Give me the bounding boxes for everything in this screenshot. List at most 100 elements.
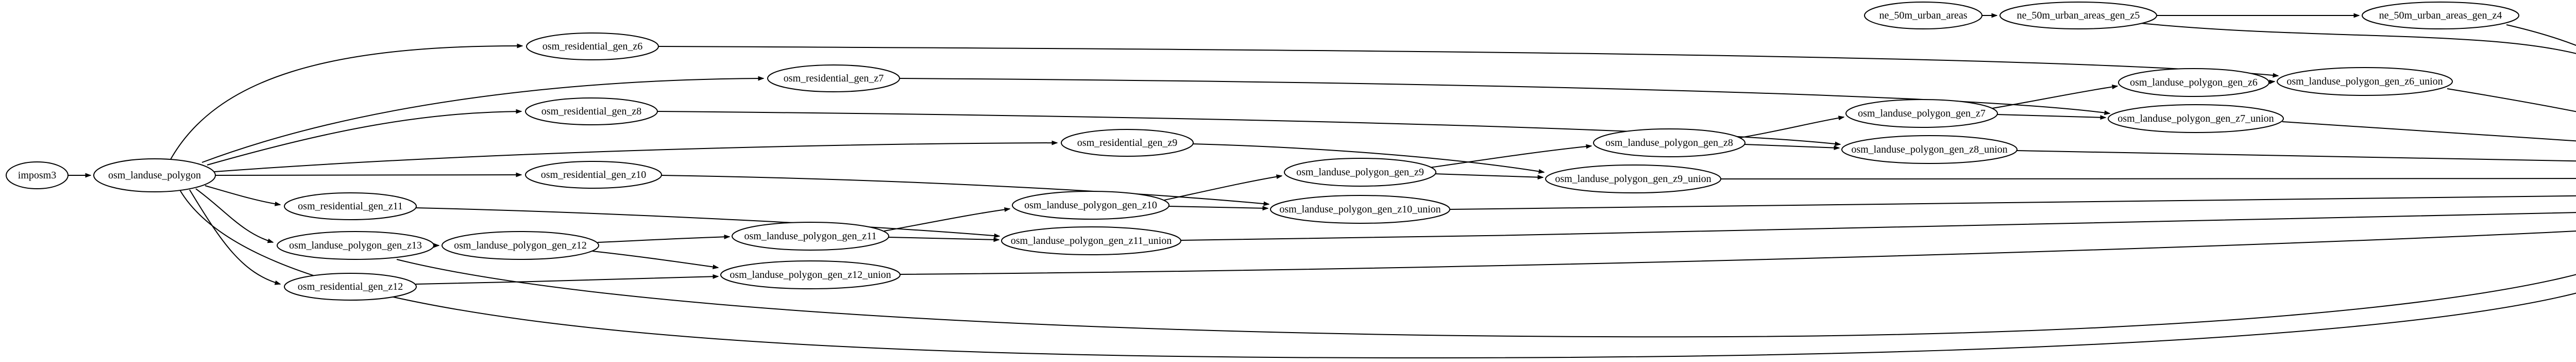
node-ellipse [1999,2,2157,29]
node-osm-landuse-polygon-gen-z11: osm_landuse_polygon_gen_z11 [732,222,889,251]
node-osm-residential-gen-z6: osm_residential_gen_z6 [526,32,659,60]
edge [1429,144,1592,168]
node-ellipse [526,32,659,60]
node-label: osm_residential_gen_z12 [298,281,403,292]
edge [1744,144,1840,151]
node-label: osm_residential_gen_z8 [541,106,641,117]
edge [1739,116,1845,138]
node-osm-residential-gen-z8: osm_residential_gen_z8 [525,97,658,125]
edge [415,207,1001,238]
node-ellipse [2118,68,2269,97]
node-label: osm_residential_gen_z7 [784,73,884,84]
edge [887,237,1000,242]
edge [170,43,523,161]
node-ne-50m-urban-areas-gen-z5: ne_50m_urban_areas_gen_z5 [1999,2,2157,29]
node-osm-residential-gen-z11: osm_residential_gen_z11 [284,192,417,220]
node-ellipse [1270,195,1450,224]
node-label: osm_residential_gen_z10 [541,169,646,180]
node-ellipse [2362,2,2519,29]
edge [214,140,1058,172]
node-ne-50m-urban-areas: ne_50m_urban_areas [1864,2,1982,29]
node-ellipse [442,231,599,260]
edge [592,251,719,269]
edge [205,185,281,206]
edge [900,231,2576,275]
node-osm-landuse-polygon-gen-z8: osm_landuse_polygon_gen_z8 [1593,128,1745,157]
node-label: imposm3 [18,170,56,181]
node-osm-landuse-polygon-gen-z10: osm_landuse_polygon_gen_z10 [1012,191,1170,220]
edge [2447,88,2576,112]
node-osm-landuse-polygon-gen-z7: osm_landuse_polygon_gen_z7 [1845,99,1998,128]
edge [1720,178,2576,179]
node-ellipse [1061,129,1194,157]
edge [2268,79,2276,85]
edge [884,207,1011,232]
node-osm-landuse-polygon: osm_landuse_polygon [93,158,216,192]
edge [1434,173,1544,180]
node-label: osm_residential_gen_z6 [543,41,642,52]
node-label: osm_landuse_polygon_gen_z12_union [730,269,891,281]
node-label: osm_landuse_polygon [108,170,201,181]
node-label: osm_landuse_polygon_gen_z6 [2130,77,2258,88]
node-ellipse [1841,135,2018,164]
node-label: ne_50m_urban_areas_gen_z4 [2379,10,2502,21]
edge [1192,143,1545,174]
node-ellipse [277,231,434,260]
node-ellipse [1001,226,1181,255]
node-ellipse [284,192,417,220]
node-label: ne_50m_urban_areas [1879,10,1967,21]
node-label: osm_landuse_polygon_gen_z12 [454,240,587,251]
node-osm-residential-gen-z7: osm_residential_gen_z7 [767,64,900,92]
edge [1449,195,2576,210]
node-ellipse [525,97,658,125]
node-ne-50m-urban-areas-gen-z4: ne_50m_urban_areas_gen_z4 [2362,2,2519,29]
node-ellipse [767,64,900,92]
node-ellipse [284,273,417,301]
node-ellipse [525,161,662,189]
edge [2282,121,2576,141]
node-ellipse [732,222,889,251]
node-ellipse [1593,128,1745,157]
node-osm-residential-gen-z12: osm_residential_gen_z12 [284,273,417,301]
node-osm-landuse-polygon-gen-z7-union: osm_landuse_polygon_gen_z7_union [2108,104,2284,133]
node-osm-landuse-polygon-gen-z13: osm_landuse_polygon_gen_z13 [277,231,434,260]
node-label: osm_landuse_polygon_gen_z7_union [2117,113,2274,124]
node-osm-residential-gen-z10: osm_residential_gen_z10 [525,161,662,189]
edge [1167,206,1269,211]
node-ellipse [1012,191,1170,220]
edge [660,175,1270,206]
node-label: osm_landuse_polygon_gen_z9_union [1555,173,1711,185]
edges [67,13,2576,359]
edge [201,76,765,163]
node-label: osm_landuse_polygon_gen_z8 [1605,137,1733,149]
edge [207,109,522,166]
node-ellipse [2108,104,2284,133]
edge [189,189,281,285]
node-label: osm_landuse_polygon_gen_z11 [744,231,876,242]
node-label: osm_landuse_polygon_gen_z10 [1024,200,1157,211]
edge [1164,174,1283,201]
node-ellipse [1284,158,1436,187]
node-osm-landuse-polygon-gen-z9: osm_landuse_polygon_gen_z9 [1284,158,1436,187]
node-osm-landuse-polygon-gen-z6: osm_landuse_polygon_gen_z6 [2118,68,2269,97]
node-label: osm_landuse_polygon_gen_z10_union [1279,204,1440,215]
edge [2016,150,2576,162]
edge [597,234,731,243]
node-ellipse [2277,67,2453,96]
node-ellipse [1545,164,1721,193]
node-label: osm_landuse_polygon_gen_z11_union [1011,235,1172,246]
node-label: osm_landuse_polygon_gen_z8_union [1851,144,2007,155]
node-label: osm_landuse_polygon_gen_z6_union [2286,76,2443,87]
node-label: osm_landuse_polygon_gen_z13 [289,240,422,251]
node-label: osm_residential_gen_z9 [1077,137,1177,149]
edge [1992,85,2119,109]
node-ellipse [1845,99,1998,128]
node-imposm3: imposm3 [6,161,69,189]
edge [1996,114,2107,120]
node-ellipse [720,260,901,289]
edge [195,188,274,243]
node-osm-landuse-polygon-gen-z11-union: osm_landuse_polygon_gen_z11_union [1001,226,1181,255]
node-osm-landuse-polygon-gen-z8-union: osm_landuse_polygon_gen_z8_union [1841,135,2018,164]
